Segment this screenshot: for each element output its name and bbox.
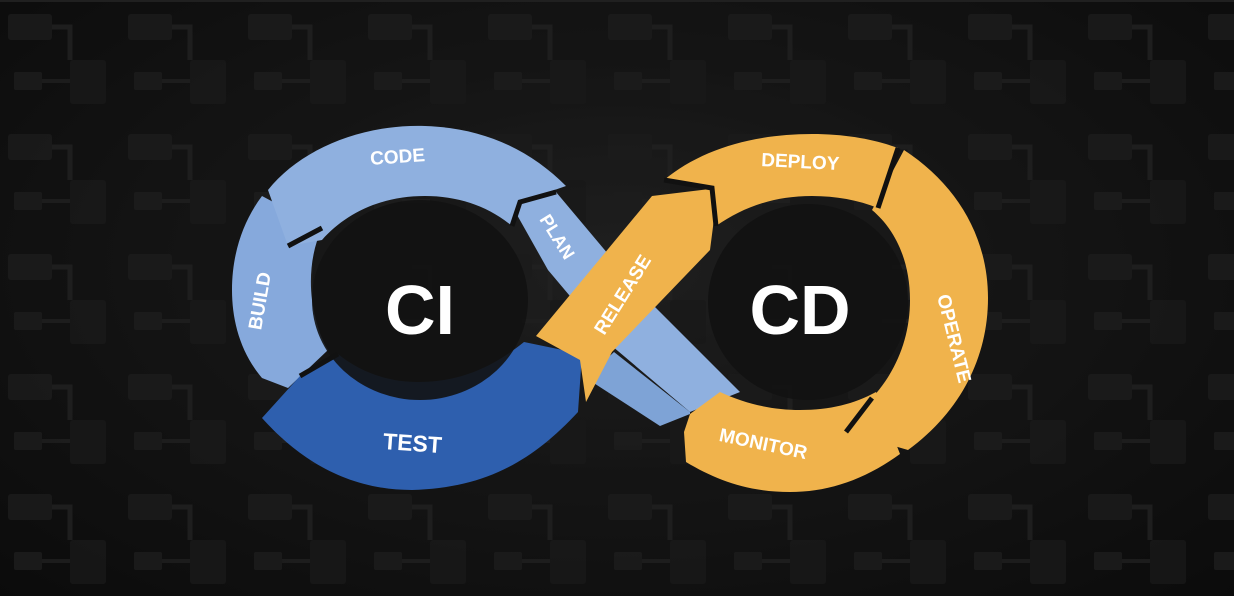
segment-seam — [663, 177, 719, 227]
segment-seam — [286, 225, 324, 249]
ci-label: CI — [385, 271, 455, 349]
segment-seam — [875, 147, 901, 209]
ci-plan-to-monitor-band — [586, 352, 690, 426]
stage-label-test: TEST — [382, 428, 442, 458]
cd-monitor-segment — [684, 392, 900, 492]
stage-label-code: CODE — [369, 145, 425, 170]
cd-release-segment — [536, 188, 718, 402]
cd-deploy-segment — [664, 134, 898, 226]
segment-seam — [298, 351, 340, 379]
cd-label: CD — [749, 271, 850, 349]
cd-center-hole — [708, 204, 908, 400]
segment-seam — [509, 189, 557, 227]
segment-seam — [844, 396, 874, 434]
ci-code-segment — [268, 125, 566, 246]
cd-operate-segment — [846, 150, 988, 450]
ci-build-segment — [232, 196, 328, 388]
ci-test-segment — [262, 342, 582, 490]
stage-label-deploy: DEPLOY — [761, 150, 840, 175]
ci-center-hole — [312, 200, 528, 400]
